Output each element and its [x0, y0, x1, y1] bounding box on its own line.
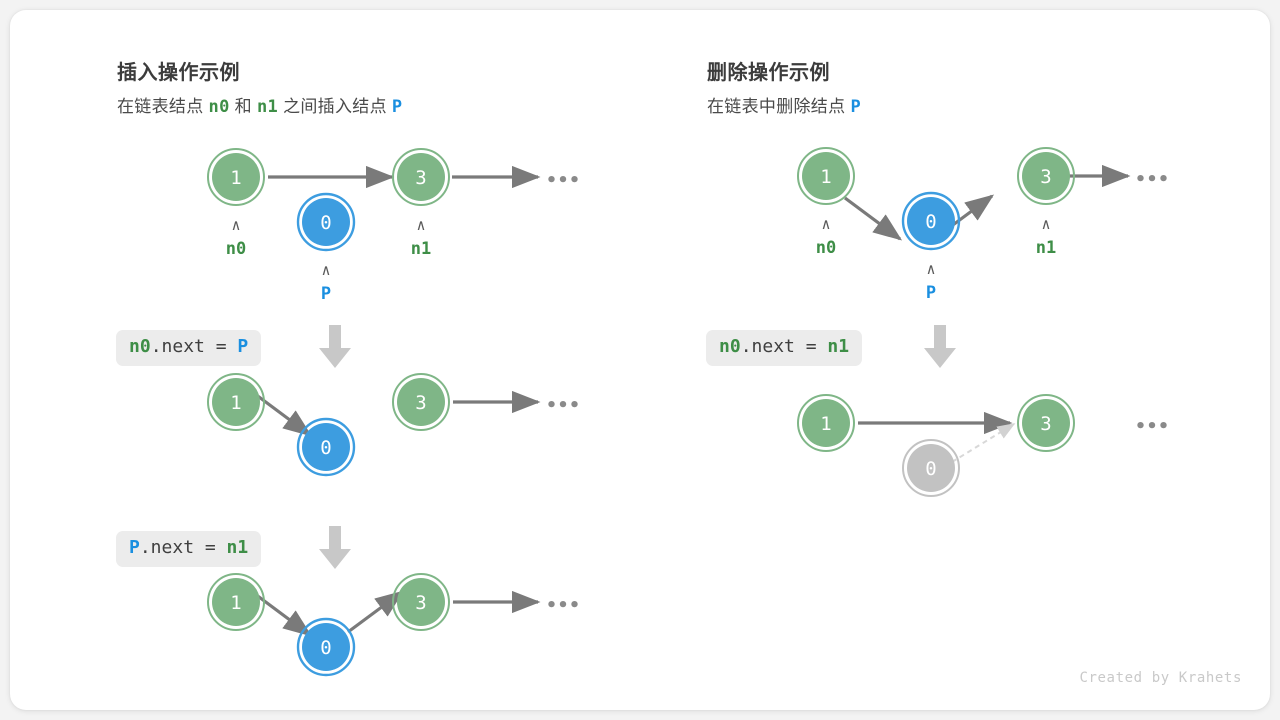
credit-text: Created by Krahets [1079, 670, 1242, 686]
ellipsis-left-row-3: ••• [546, 595, 581, 616]
node-value: 3 [415, 392, 426, 414]
caret-icon-n0: ∧ [231, 216, 241, 234]
node-value-0: 0 [296, 417, 356, 477]
node-value: 1 [230, 592, 241, 614]
node-value: 0 [320, 212, 331, 234]
code-token-n0: n0 [129, 336, 151, 357]
step-down-arrow-left-1 [319, 325, 351, 368]
subtitle-text-3: 之间插入结点 [278, 97, 392, 116]
subtitle-text-1: 在链表结点 [117, 97, 209, 116]
subtitle-text-2: 和 [229, 97, 257, 116]
caret-icon-n0: ∧ [821, 215, 831, 233]
subtitle-token-p: P [850, 97, 861, 117]
node-label-p: P [320, 284, 332, 304]
diagram-card: 插入操作示例 在链表结点 n0 和 n1 之间插入结点 P 删除操作示例 在链表… [10, 10, 1270, 710]
node-n0-value-1: 1 [797, 147, 855, 205]
right-step-1-code: n0.next = n1 [706, 330, 863, 366]
node-label-p: P [925, 283, 937, 303]
node-value: 3 [1040, 166, 1051, 188]
caret-icon-n1: ∧ [416, 216, 426, 234]
node-value: 1 [230, 392, 241, 414]
node-value: 3 [415, 167, 426, 189]
ellipsis-left-row-1: ••• [546, 170, 581, 191]
node-value-1: 1 [797, 394, 855, 452]
node-label-n0: n0 [225, 239, 247, 259]
subtitle-token-n1: n1 [256, 97, 279, 117]
code-token-p: P [237, 336, 249, 357]
node-p-value-0: 0 [901, 191, 961, 251]
node-value-1: 1 [207, 373, 265, 431]
ellipsis-right-row-2: ••• [1135, 416, 1170, 437]
node-value: 1 [230, 167, 241, 189]
node-value: 0 [925, 211, 936, 233]
caret-icon-n1: ∧ [1041, 215, 1051, 233]
left-row-2-edges [254, 390, 541, 437]
node-value-3: 3 [1017, 394, 1075, 452]
dashed-removed-link [951, 423, 1016, 463]
step-down-arrow-right-1 [924, 325, 956, 368]
node-value: 1 [820, 166, 831, 188]
ellipsis-right-row-1: ••• [1135, 169, 1170, 190]
node-label-n0: n0 [815, 238, 837, 258]
node-p-value-0: 0 [296, 192, 356, 252]
right-row-1-edges [844, 164, 1131, 241]
left-step-2-code: P.next = n1 [116, 531, 262, 567]
node-value: 3 [415, 592, 426, 614]
code-token-p: P [129, 537, 140, 558]
node-n1-value-3: 3 [392, 148, 450, 206]
node-value-3: 3 [392, 573, 450, 631]
ellipsis-left-row-2: ••• [546, 395, 581, 416]
node-label-n1: n1 [1035, 238, 1057, 258]
right-row-2-edges [858, 411, 1016, 463]
left-step-1-code: n0.next = P [116, 330, 262, 366]
node-value: 1 [820, 413, 831, 435]
step-down-arrow-left-2 [319, 526, 351, 569]
code-token-n0: n0 [719, 336, 741, 357]
caret-icon-p: ∧ [321, 261, 331, 279]
code-token-next: .next = [150, 336, 238, 357]
node-n0-value-1: 1 [207, 148, 265, 206]
subtitle-token-p: P [391, 97, 403, 117]
node-value-1: 1 [207, 573, 265, 631]
node-value: 0 [320, 637, 331, 659]
code-token-n1: n1 [226, 537, 249, 558]
node-value: 0 [925, 458, 936, 480]
code-token-next: .next = [139, 537, 227, 558]
node-value: 0 [320, 437, 331, 459]
subtitle-token-n0: n0 [208, 97, 230, 117]
node-value-0: 0 [296, 617, 356, 677]
node-deleted-value-0: 0 [902, 439, 960, 497]
left-panel-subtitle: 在链表结点 n0 和 n1 之间插入结点 P [117, 92, 402, 117]
left-panel-title: 插入操作示例 [117, 62, 240, 84]
caret-icon-p: ∧ [926, 260, 936, 278]
node-value-3: 3 [392, 373, 450, 431]
node-n1-value-3: 3 [1017, 147, 1075, 205]
code-token-n1: n1 [827, 336, 850, 357]
right-panel-subtitle: 在链表中删除结点 P [707, 92, 861, 117]
node-value: 3 [1040, 413, 1051, 435]
left-row-3-edges [254, 590, 541, 637]
node-label-n1: n1 [410, 239, 432, 259]
subtitle-text-1: 在链表中删除结点 [707, 97, 851, 116]
code-token-next: .next = [740, 336, 828, 357]
right-panel-title: 删除操作示例 [707, 62, 830, 84]
